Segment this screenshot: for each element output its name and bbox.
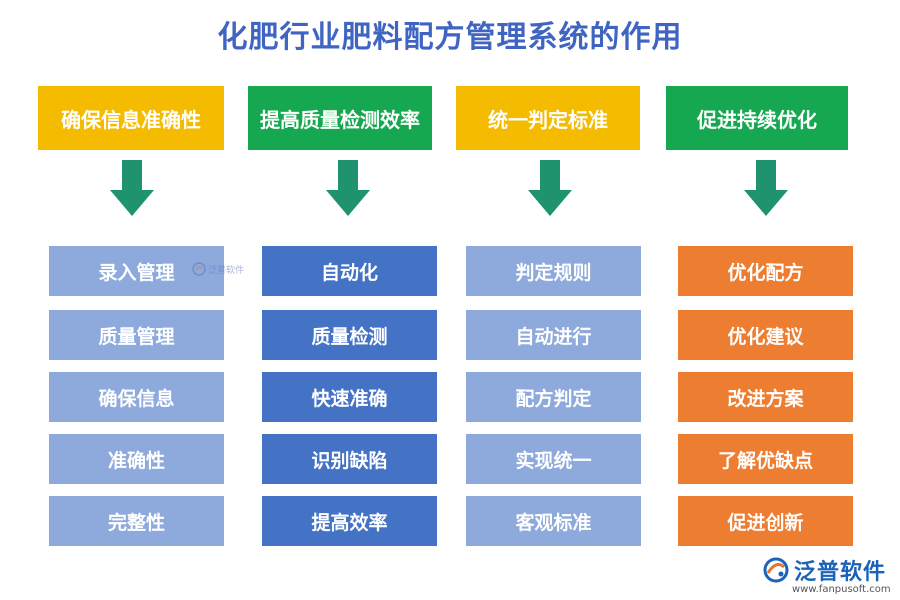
item-box: 配方判定 bbox=[466, 372, 641, 422]
down-arrow-icon bbox=[744, 160, 788, 216]
watermark-text: 泛普软件 bbox=[208, 265, 245, 276]
item-box: 优化配方 bbox=[678, 246, 853, 296]
down-arrow-icon bbox=[528, 160, 572, 216]
item-box: 了解优缺点 bbox=[678, 434, 853, 484]
item-box: 质量管理 bbox=[49, 310, 224, 360]
item-box: 确保信息 bbox=[49, 372, 224, 422]
header-continuous-optimization: 促进持续优化 bbox=[666, 86, 848, 150]
item-box: 录入管理 bbox=[49, 246, 224, 296]
item-box: 质量检测 bbox=[262, 310, 437, 360]
brand-url: www.fanpusoft.com bbox=[792, 584, 891, 595]
down-arrow-icon bbox=[326, 160, 370, 216]
item-box: 自动化 bbox=[262, 246, 437, 296]
item-box: 改进方案 bbox=[678, 372, 853, 422]
item-box: 完整性 bbox=[49, 496, 224, 546]
item-box: 促进创新 bbox=[678, 496, 853, 546]
item-box: 快速准确 bbox=[262, 372, 437, 422]
item-box: 识别缺陷 bbox=[262, 434, 437, 484]
header-accuracy: 确保信息准确性 bbox=[38, 86, 224, 150]
item-box: 优化建议 bbox=[678, 310, 853, 360]
down-arrow-icon bbox=[110, 160, 154, 216]
item-box: 提高效率 bbox=[262, 496, 437, 546]
item-box: 客观标准 bbox=[466, 496, 641, 546]
watermark: 泛普软件 bbox=[192, 262, 244, 276]
item-box: 准确性 bbox=[49, 434, 224, 484]
diagram-title: 化肥行业肥料配方管理系统的作用 bbox=[217, 20, 683, 55]
header-unified-standard: 统一判定标准 bbox=[456, 86, 640, 150]
header-inspection-efficiency: 提高质量检测效率 bbox=[248, 86, 432, 150]
brand-logo: 泛普软件 www.fanpusoft.com bbox=[762, 554, 891, 595]
item-box: 实现统一 bbox=[466, 434, 641, 484]
item-box: 自动进行 bbox=[466, 310, 641, 360]
brand-name: 泛普软件 bbox=[794, 560, 887, 585]
item-box: 判定规则 bbox=[466, 246, 641, 296]
fanpu-logo-icon bbox=[192, 262, 206, 276]
fanpu-logo-icon bbox=[763, 557, 789, 583]
